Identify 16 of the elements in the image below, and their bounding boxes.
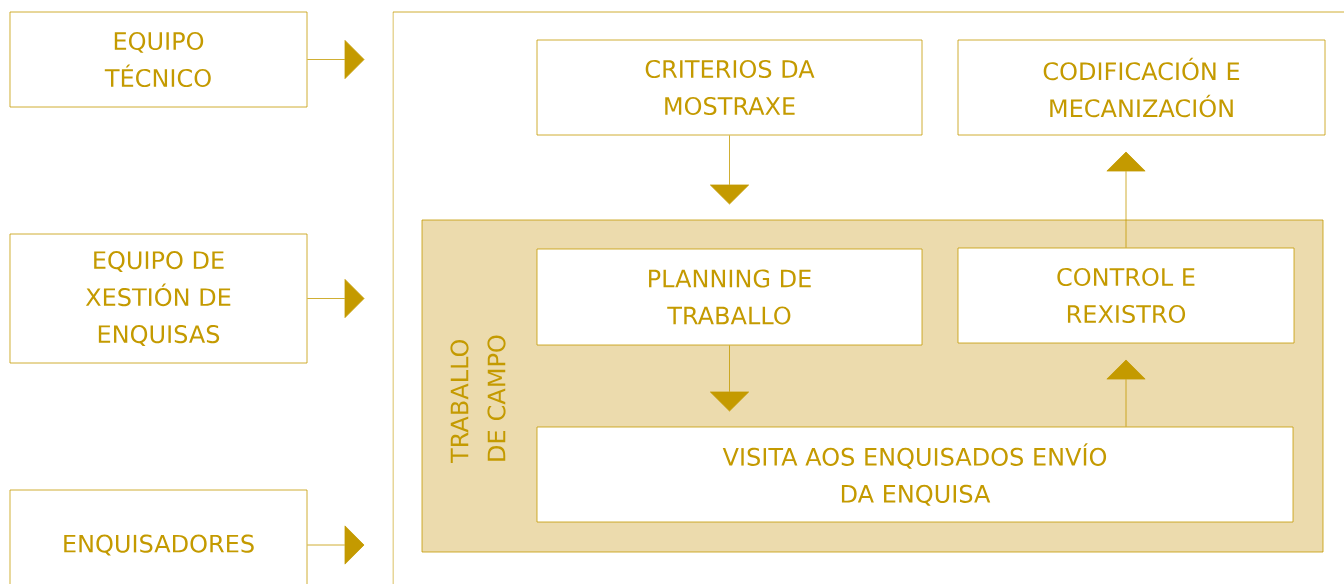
process-box: CONTROL E REXISTRO xyxy=(957,247,1295,344)
process-box: CODIFICACIÓN E MECANIZACIÓN xyxy=(957,39,1326,136)
process-box: PLANNING DE TRABALLO xyxy=(536,248,923,346)
arrow xyxy=(307,40,365,79)
frame-box xyxy=(392,11,1344,584)
arrow xyxy=(1106,151,1146,248)
arrow xyxy=(307,279,365,318)
process-box: CRITERIOS DA MOSTRAXE xyxy=(536,39,923,136)
arrow xyxy=(710,135,749,205)
arrow xyxy=(710,345,749,412)
process-box: EQUIPO TÉCNICO xyxy=(9,11,308,108)
process-box: EQUIPO DE XESTIÓN DE ENQUISAS xyxy=(9,233,308,364)
arrow xyxy=(307,525,365,565)
arrow xyxy=(1106,359,1146,427)
process-box: ENQUISADORES xyxy=(9,489,308,584)
process-box: VISITA AOS ENQUISADOS ENVÍO DA ENQUISA xyxy=(536,426,1294,523)
